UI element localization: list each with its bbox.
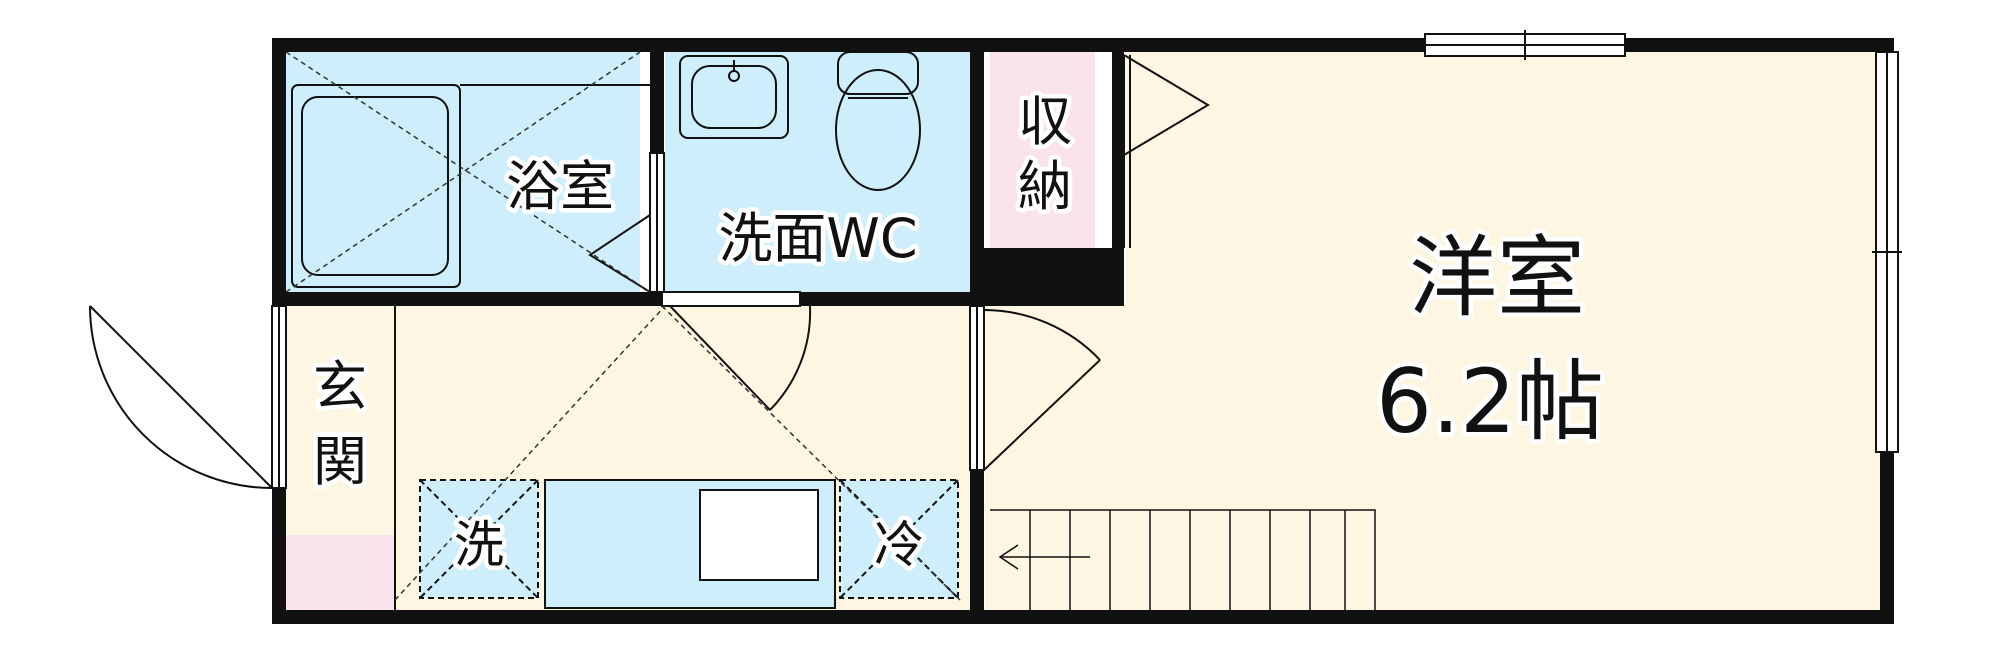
bath-door [588,214,651,293]
sink [679,55,789,139]
window-top [1424,30,1626,60]
washing-machine-space [419,479,539,599]
kitchen-counter [544,479,836,609]
washroom-door [669,305,812,411]
entrance-door [89,305,287,489]
doorway-washroom [661,291,801,307]
storage-door [1123,54,1210,248]
toilet [835,51,921,191]
window-right [1872,51,1902,453]
entrance-label-2: 関 [313,430,367,493]
western-room-size: 6.2帖 [1376,350,1604,453]
corridor-floor [985,305,1130,612]
loft-stairs [990,509,1376,610]
western-room-name: 洋室 [1409,226,1585,329]
entrance-label-1: 玄 [313,355,367,418]
bathtub [291,84,461,288]
western-room-door [969,305,1101,471]
bath-floor [285,52,640,292]
washroom-label: 洗面WC [718,207,917,270]
storage-label-1: 収 [1018,90,1072,153]
loft-outline [285,51,961,601]
washing-machine-label: 洗 [454,516,504,574]
refrigerator-label: 冷 [874,516,924,574]
entrance-step-floor [285,535,395,612]
bath-label: 浴室 [506,155,614,218]
western-room-floor [1125,52,1880,612]
storage-floor [990,52,1095,248]
window-bath-washroom [649,152,665,293]
storage-label-2: 納 [1018,155,1072,218]
washroom-floor [665,52,973,292]
